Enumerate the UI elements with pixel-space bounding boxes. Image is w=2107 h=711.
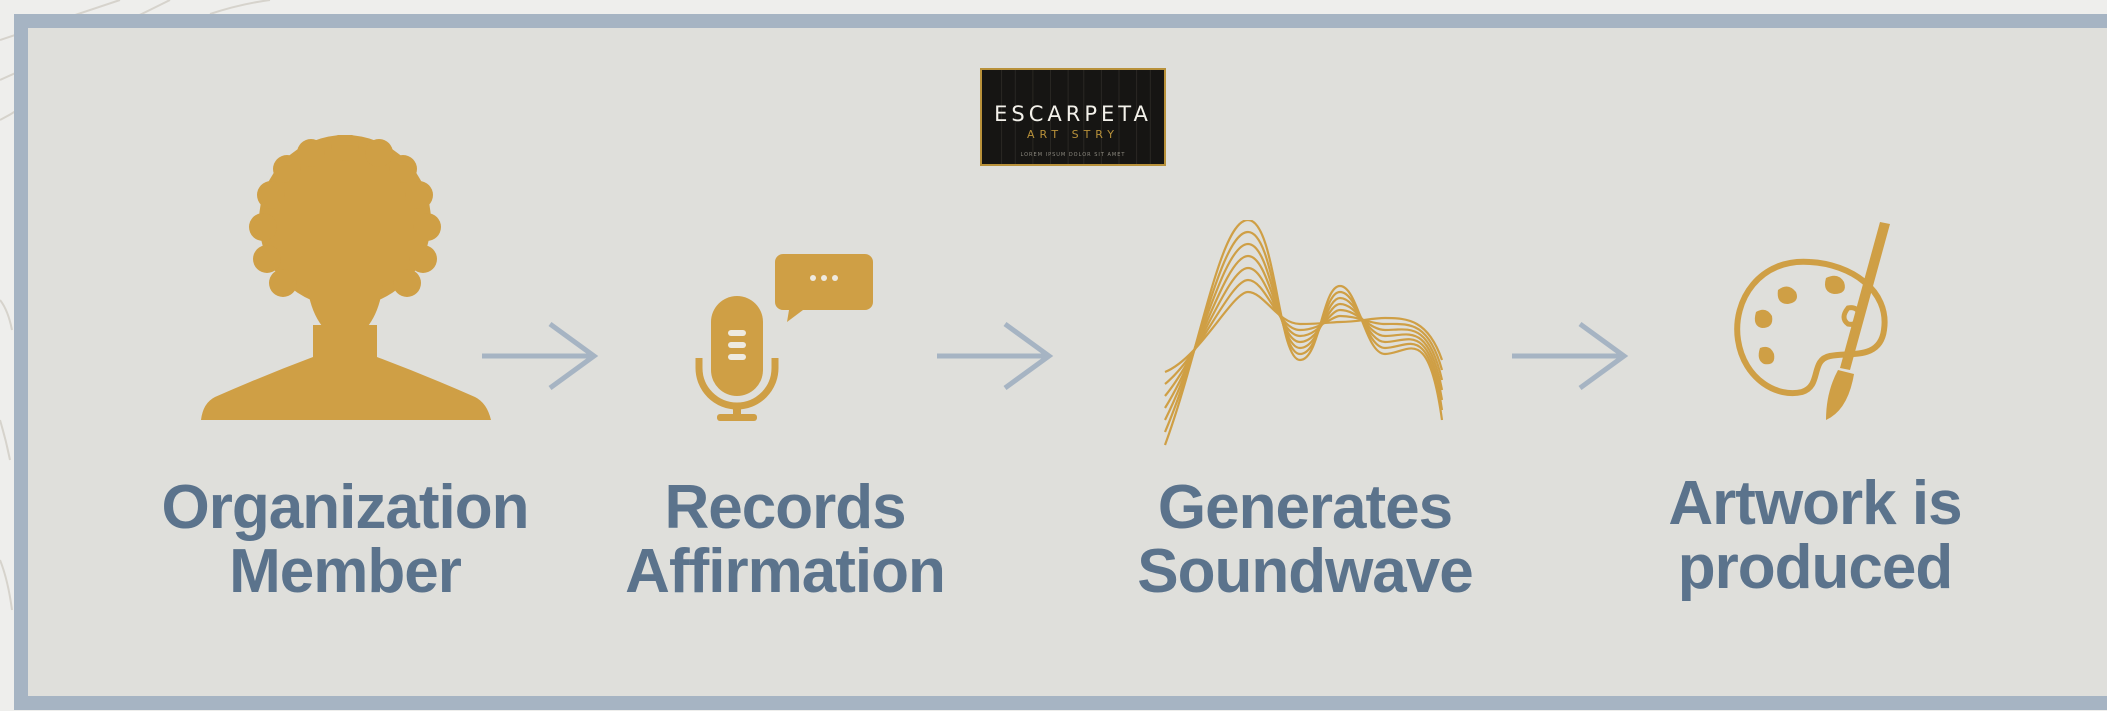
step-label-line: Records bbox=[664, 473, 906, 542]
arrow-right-icon bbox=[482, 322, 599, 390]
step-label-generates-soundwave: Generates Soundwave bbox=[1080, 476, 1530, 604]
person-silhouette-icon bbox=[201, 135, 491, 420]
logo-fine-print: LOREM IPSUM DOLOR SIT AMET bbox=[1020, 152, 1126, 158]
step-label-records-affirmation: Records Affirmation bbox=[580, 476, 990, 604]
step-label-organization-member: Organization Member bbox=[135, 476, 555, 604]
palette-brush-icon bbox=[1734, 222, 1890, 420]
soundwave-icon bbox=[1163, 220, 1444, 446]
arrow-right-icon bbox=[1512, 322, 1629, 390]
step-label-line: Affirmation bbox=[625, 537, 946, 606]
step-label-line: Soundwave bbox=[1137, 537, 1474, 606]
arrow-right-icon bbox=[937, 322, 1054, 390]
step-label-line: Member bbox=[229, 537, 462, 606]
step-label-line: Artwork is bbox=[1668, 469, 1962, 538]
step-label-line: Generates bbox=[1157, 473, 1453, 542]
step-label-line: Organization bbox=[161, 473, 530, 542]
escarpeta-logo: ESCARPETA ART STRY LOREM IPSUM DOLOR SIT… bbox=[980, 68, 1166, 166]
step-label-line: produced bbox=[1677, 533, 1953, 602]
logo-subtitle: ART STRY bbox=[1027, 128, 1119, 141]
process-panel bbox=[14, 14, 2107, 710]
microphone-speech-bubble-icon bbox=[695, 254, 873, 421]
step-label-artwork-produced: Artwork is produced bbox=[1600, 472, 2030, 600]
logo-name: ESCARPETA bbox=[994, 102, 1152, 126]
